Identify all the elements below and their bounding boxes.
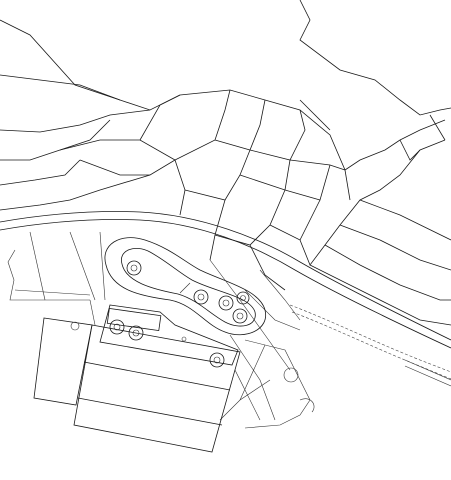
tree xyxy=(109,319,125,335)
terrain-lines xyxy=(0,0,451,326)
tree xyxy=(209,352,225,368)
trees xyxy=(70,260,250,368)
road xyxy=(0,211,451,349)
tree xyxy=(181,336,187,342)
tree xyxy=(193,289,209,305)
tree xyxy=(232,308,248,324)
tree xyxy=(236,291,250,305)
tree xyxy=(126,260,142,276)
railway xyxy=(289,304,451,387)
roof-blocks xyxy=(33,304,241,453)
curved-building xyxy=(104,237,267,336)
site-paths xyxy=(7,231,315,429)
tree xyxy=(70,321,80,331)
tree xyxy=(128,325,144,341)
tree xyxy=(218,295,234,311)
